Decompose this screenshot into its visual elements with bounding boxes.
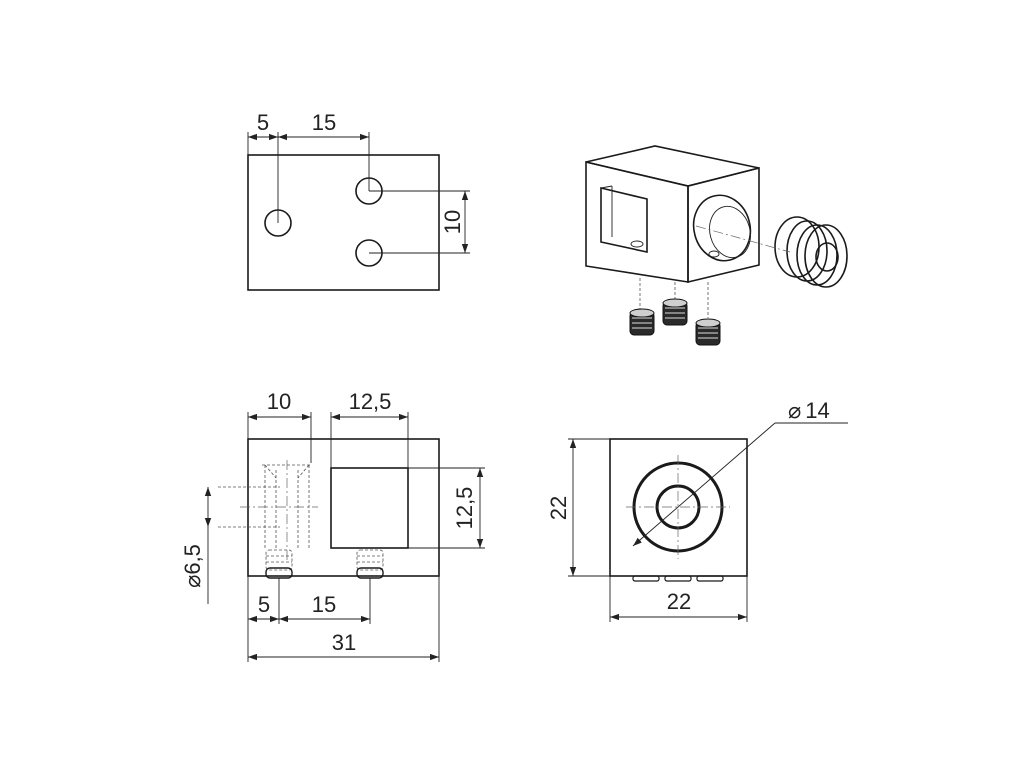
square-window <box>330 467 409 549</box>
top-view: 5 15 10 <box>247 110 470 291</box>
iso-set-screw-3 <box>695 318 721 346</box>
dim-label-15-front: 15 <box>312 592 336 617</box>
side-screw-3 <box>696 575 724 582</box>
iso-set-screw-1 <box>629 308 655 336</box>
dim-label-22-h: 22 <box>667 589 691 614</box>
iso-round-bore <box>692 194 752 262</box>
front-view: 10 12,5 12,5 ⌀6,5 5 15 31 <box>180 389 485 662</box>
top-view-outline <box>247 154 440 291</box>
dim-label-5-front: 5 <box>258 592 270 617</box>
dim-label-15: 15 <box>312 110 336 135</box>
dim-label-12-5-h: 12,5 <box>349 389 392 414</box>
hidden-bore <box>218 460 318 560</box>
isometric-view <box>585 145 848 346</box>
dim-label-6-5: ⌀6,5 <box>180 544 205 588</box>
dim-value-6-5: 6,5 <box>180 544 205 575</box>
dim-label-14: ⌀14 <box>788 398 830 423</box>
dim-label-10: 10 <box>440 210 465 234</box>
iso-square-window <box>600 186 648 253</box>
front-view-outline <box>247 438 440 577</box>
dim-line-14 <box>632 422 776 547</box>
diameter-symbol: ⌀ <box>180 575 205 588</box>
iso-top-face <box>585 145 760 187</box>
dim-label-12-5-v: 12,5 <box>452 487 477 530</box>
iso-set-screw-2 <box>662 298 688 326</box>
dim-label-5: 5 <box>257 110 269 135</box>
side-view: ⌀14 22 22 <box>546 398 848 622</box>
side-screw-1 <box>632 575 660 582</box>
iso-side-face <box>687 166 760 284</box>
iso-bushing <box>774 216 848 288</box>
dim-value-14: 14 <box>805 398 829 423</box>
side-view-outline <box>609 438 748 577</box>
dim-label-22-v: 22 <box>546 496 571 520</box>
dim-label-10-front: 10 <box>267 389 291 414</box>
side-screw-2 <box>664 575 692 582</box>
diameter-symbol: ⌀ <box>788 398 801 423</box>
set-screw-left <box>265 549 293 579</box>
dim-label-31: 31 <box>332 630 356 655</box>
set-screw-right <box>356 549 384 579</box>
